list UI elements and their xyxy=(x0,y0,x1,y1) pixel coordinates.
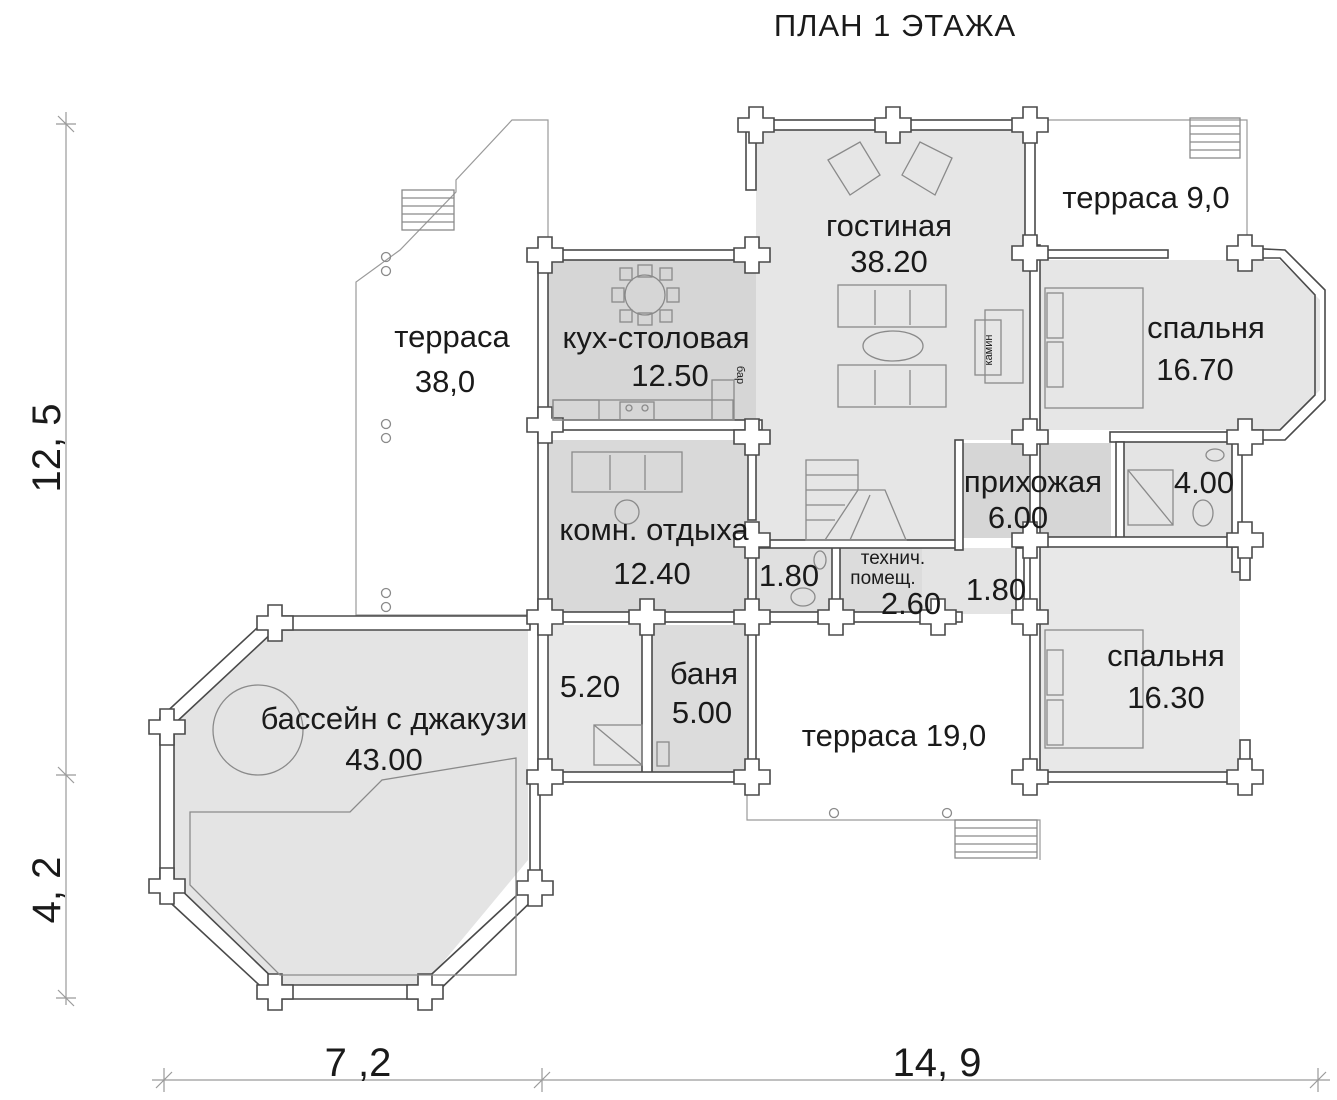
terrace-left-name: терраса xyxy=(394,319,510,354)
walls xyxy=(158,119,1326,1001)
living-area: 38.20 xyxy=(850,244,928,279)
wc-small-area: 1.80 xyxy=(759,558,819,593)
bedroom-bottom-area: 16.30 xyxy=(1127,680,1205,715)
bath-small-area: 4.00 xyxy=(1174,465,1234,500)
dimension-lines: 12, 5 4, 2 7 ,2 14, 9 xyxy=(25,112,1330,1092)
tech-name-line1: технич. xyxy=(861,548,925,569)
kitchen-area: 12.50 xyxy=(631,358,709,393)
shower-area: 5.20 xyxy=(560,669,620,704)
terrace-outlines xyxy=(355,117,1248,860)
bedroom-top-area: 16.70 xyxy=(1156,352,1234,387)
hall-area: 6.00 xyxy=(988,500,1048,535)
pool-name: бассейн с джакузи xyxy=(261,701,528,736)
bedroom-bottom-name: спальня xyxy=(1107,638,1225,673)
terrace-top-right-name: терраса 9,0 xyxy=(1062,180,1229,215)
pool-area: 43.00 xyxy=(345,742,423,777)
lounge-name: комн. отдыха xyxy=(559,512,749,547)
dim-bottom-left: 7 ,2 xyxy=(325,1041,392,1085)
bar-label: бар xyxy=(734,366,746,384)
sauna-area: 5.00 xyxy=(672,695,732,730)
plan-title: ПЛАН 1 ЭТАЖА xyxy=(774,8,1016,43)
terrace-left-area: 38,0 xyxy=(415,364,475,399)
furniture xyxy=(189,141,1225,976)
bedroom-top-name: спальня xyxy=(1147,310,1265,345)
room-fills xyxy=(172,130,1320,990)
corridor-area: 1.80 xyxy=(966,572,1026,607)
dim-bottom-right: 14, 9 xyxy=(893,1041,982,1085)
hall-name: прихожая xyxy=(964,464,1102,499)
fireplace-label: камин xyxy=(983,335,995,366)
room-labels: терраса 38,0 кух-столовая 12.50 бар гост… xyxy=(261,180,1265,777)
lounge-area: 12.40 xyxy=(613,556,691,591)
dim-left-bottom: 4, 2 xyxy=(25,857,69,924)
kitchen-name: кух-столовая xyxy=(563,320,750,355)
living-name: гостиная xyxy=(826,208,952,243)
terrace-bottom-name: терраса 19,0 xyxy=(802,718,987,753)
dim-left-top: 12, 5 xyxy=(25,404,69,493)
tech-area: 2.60 xyxy=(881,586,941,621)
sauna-name: баня xyxy=(670,656,738,691)
tech-name-line2: помещ. xyxy=(850,568,915,589)
